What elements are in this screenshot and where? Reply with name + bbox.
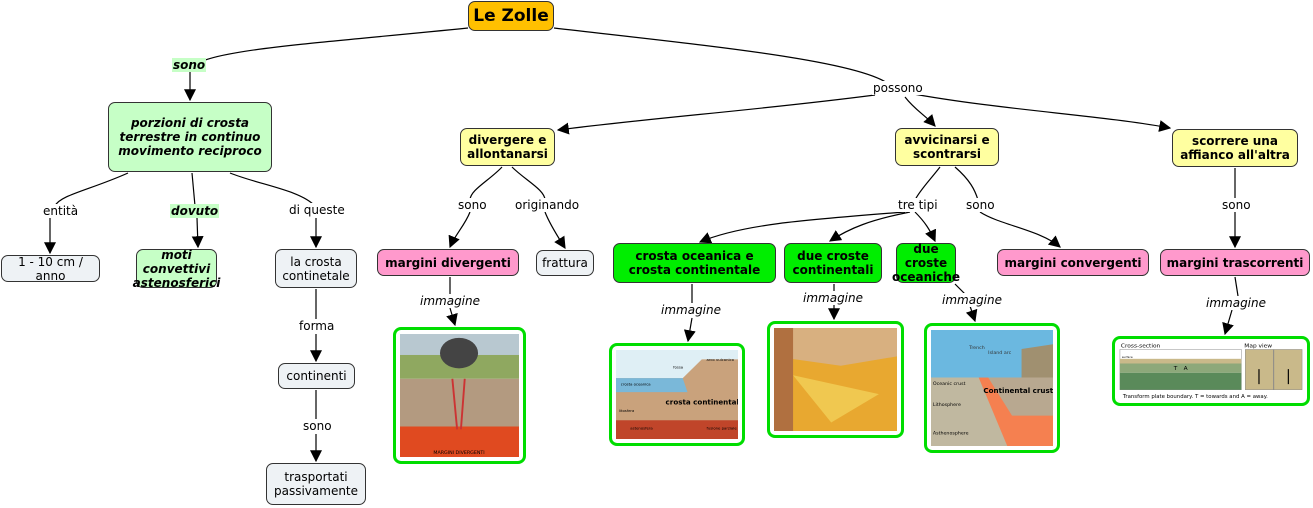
link-label-immagine: immagine	[660, 303, 723, 317]
node-margini-convergenti[interactable]: margini convergenti	[997, 249, 1149, 276]
link-label-immagine: immagine	[419, 294, 482, 308]
link-label-immagine: immagine	[941, 293, 1004, 307]
node-moti-convettivi[interactable]: moti convettivi astenosferici	[132, 247, 221, 290]
svg-text:fusione parziale: fusione parziale	[707, 426, 738, 431]
node-margini-trascorrenti[interactable]: margini trascorrenti	[1160, 249, 1310, 276]
node-avvicinarsi[interactable]: avvicinarsi e scontrarsi	[895, 128, 999, 166]
link-label-entita: entità	[42, 204, 80, 218]
link-label-immagine: immagine	[1205, 296, 1268, 310]
link-label-sono: sono	[172, 58, 207, 72]
svg-text:astenosfera: astenosfera	[630, 426, 652, 431]
svg-text:Trench: Trench	[968, 345, 985, 351]
node-scorrere[interactable]: scorrere una affianco all'altra	[1172, 129, 1298, 167]
svg-text:fossa: fossa	[673, 365, 683, 370]
link-label-forma: forma	[298, 319, 336, 333]
image-divergent-margin[interactable]: MARGINI DIVERGENTI	[393, 327, 526, 464]
svg-text:Cross-section: Cross-section	[1121, 344, 1161, 350]
root-node-le-zolle[interactable]: Le Zolle	[468, 1, 554, 31]
link-label-sono: sono	[1221, 198, 1252, 212]
link-label-tre-tipi: tre tipi	[897, 198, 939, 212]
node-porzioni[interactable]: porzioni di crosta terrestre in continuo…	[108, 102, 272, 172]
node-margini-divergenti[interactable]: margini divergenti	[377, 249, 519, 276]
node-continenti[interactable]: continenti	[278, 363, 355, 389]
svg-text:surface: surface	[1122, 355, 1133, 359]
link-label-dovuto: dovuto	[170, 204, 220, 218]
link-label-sono: sono	[965, 198, 996, 212]
svg-text:A: A	[1184, 366, 1188, 372]
svg-text:Map view: Map view	[1244, 344, 1272, 350]
node-crosta-continentale[interactable]: la crosta continetale	[275, 249, 357, 288]
svg-text:T: T	[1173, 366, 1178, 372]
image-ocean-continent[interactable]: fossa arco vulcanico crosta oceanica crosta…	[609, 343, 745, 446]
link-label-sono: sono	[457, 198, 488, 212]
node-trasportati[interactable]: trasportati passivamente	[266, 463, 366, 505]
svg-text:Asthenosphere: Asthenosphere	[933, 431, 969, 437]
svg-text:Island arc: Island arc	[988, 350, 1011, 356]
node-divergere[interactable]: divergere e allontanarsi	[460, 128, 555, 166]
link-label-immagine: immagine	[802, 291, 865, 305]
link-label-possono: possono	[872, 81, 924, 95]
node-due-croste-continentali[interactable]: due croste continentali	[784, 243, 882, 283]
svg-text:arco vulcanico: arco vulcanico	[707, 357, 735, 362]
node-frattura[interactable]: frattura	[536, 250, 594, 276]
node-speed[interactable]: 1 - 10 cm / anno	[1, 255, 100, 283]
link-label-sono: sono	[302, 419, 333, 433]
svg-text:Transform plate boundary. T =: Transform plate boundary. T = towards an…	[1122, 394, 1268, 400]
link-label-originando: originando	[514, 198, 581, 212]
link-label-di-queste: di queste	[288, 203, 346, 217]
node-oceanica-continentale[interactable]: crosta oceanica e crosta continentale	[613, 243, 776, 283]
node-due-croste-oceaniche[interactable]: due croste oceaniche	[891, 242, 961, 284]
svg-text:Oceanic crust: Oceanic crust	[933, 381, 966, 387]
label-crosta-continentale: crosta continentale	[666, 397, 738, 406]
image-continent-continent[interactable]	[767, 321, 904, 438]
label-continental-crust: Continental crust	[983, 386, 1053, 395]
svg-text:crosta oceanica: crosta oceanica	[621, 382, 651, 387]
svg-text:litosfera: litosfera	[619, 408, 634, 413]
image-caption: MARGINI DIVERGENTI	[433, 450, 484, 456]
svg-text:Lithosphere: Lithosphere	[933, 402, 961, 408]
